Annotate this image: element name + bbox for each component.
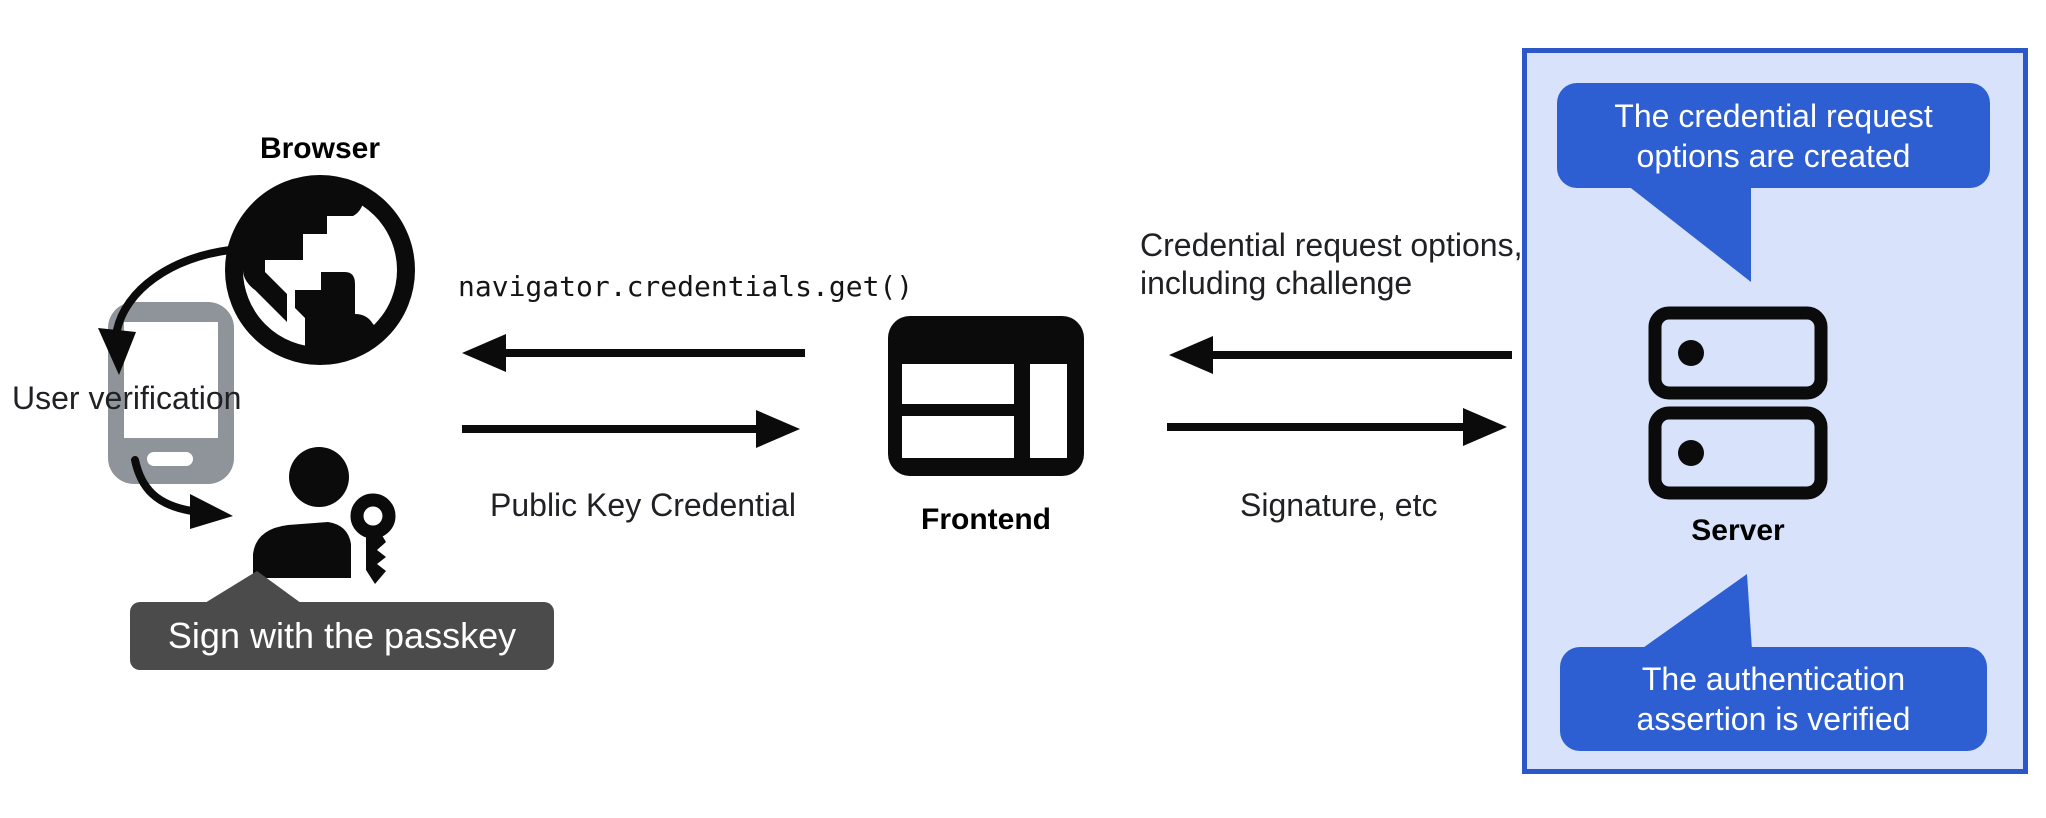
arrow-frontend-to-browser-icon <box>462 334 805 372</box>
tooltip-pointer <box>200 571 305 606</box>
server-stack-icon <box>1648 306 1828 500</box>
public-key-credential-label: Public Key Credential <box>490 487 796 523</box>
credential-request-options-label: Credential request options, including ch… <box>1140 227 1523 301</box>
curved-arrow-browser-to-phone-icon <box>98 246 234 375</box>
smartphone-icon <box>108 302 234 484</box>
passkey-tooltip: Sign with the passkey <box>130 602 554 670</box>
user-verification-label: User verification <box>12 380 242 416</box>
speech-bubble-tail-bottom <box>1640 574 1752 650</box>
speech-bubble-tail-top <box>1627 185 1751 282</box>
server-label: Server <box>1691 514 1785 547</box>
arrow-frontend-to-server-icon <box>1167 408 1507 446</box>
speech-bubble-request-created: The credential request options are creat… <box>1557 83 1990 188</box>
web-layout-icon <box>888 316 1084 476</box>
user-passkey-icon <box>253 447 396 584</box>
signature-etc-label: Signature, etc <box>1240 487 1438 523</box>
curved-arrow-phone-to-user-icon <box>131 456 233 529</box>
browser-label: Browser <box>259 132 381 165</box>
navigator-credentials-get-label: navigator.credentials.get() <box>458 270 914 303</box>
globe-icon <box>225 175 415 365</box>
arrow-server-to-frontend-icon <box>1169 336 1512 374</box>
arrow-browser-to-frontend-icon <box>462 410 800 448</box>
frontend-label: Frontend <box>921 503 1051 536</box>
speech-bubble-assertion-verified: The authentication assertion is verified <box>1560 647 1987 751</box>
